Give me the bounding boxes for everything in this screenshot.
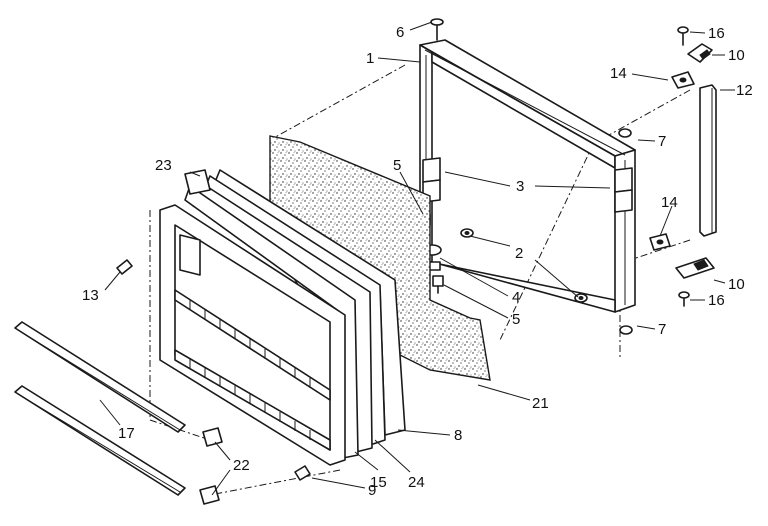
callout-10-lower: 10 (728, 276, 745, 293)
callout-labels: 6 1 3 5 2 4 5 7 7 16 10 14 12 14 10 16 2… (82, 24, 753, 499)
upper-shelf-ribs (189, 300, 311, 388)
callout-23: 23 (155, 157, 172, 174)
callout-14-lower: 14 (661, 194, 678, 211)
callout-1: 1 (366, 50, 374, 67)
door-frame (419, 39, 636, 313)
callout-9: 9 (368, 482, 376, 499)
callout-21: 21 (532, 395, 549, 412)
callout-5-upper: 5 (393, 157, 401, 174)
misc-parts (116, 259, 311, 481)
callout-14-upper: 14 (610, 65, 627, 82)
callout-24: 24 (408, 474, 425, 491)
callout-4: 4 (512, 289, 520, 306)
callout-6: 6 (396, 24, 404, 41)
callout-8: 8 (454, 427, 462, 444)
door-liner (159, 204, 346, 466)
callout-3: 3 (516, 178, 524, 195)
lower-shelf-ribs (189, 358, 311, 440)
callout-16-lower: 16 (708, 292, 725, 309)
callout-7-upper: 7 (658, 133, 666, 150)
callout-13: 13 (82, 287, 99, 304)
callout-7-lower: 7 (658, 321, 666, 338)
callout-22: 22 (233, 457, 250, 474)
callout-5-lower: 5 (512, 311, 520, 328)
callout-16-upper: 16 (708, 25, 725, 42)
callout-2: 2 (515, 245, 523, 262)
right-hinge-parts (649, 26, 717, 307)
callout-17: 17 (118, 425, 135, 442)
leader-lines (99, 21, 735, 496)
hinge-brackets (422, 157, 633, 213)
shelf-bars (14, 321, 223, 505)
callout-15: 15 (370, 474, 387, 491)
callout-10-upper: 10 (728, 47, 745, 64)
callout-12: 12 (736, 82, 753, 99)
